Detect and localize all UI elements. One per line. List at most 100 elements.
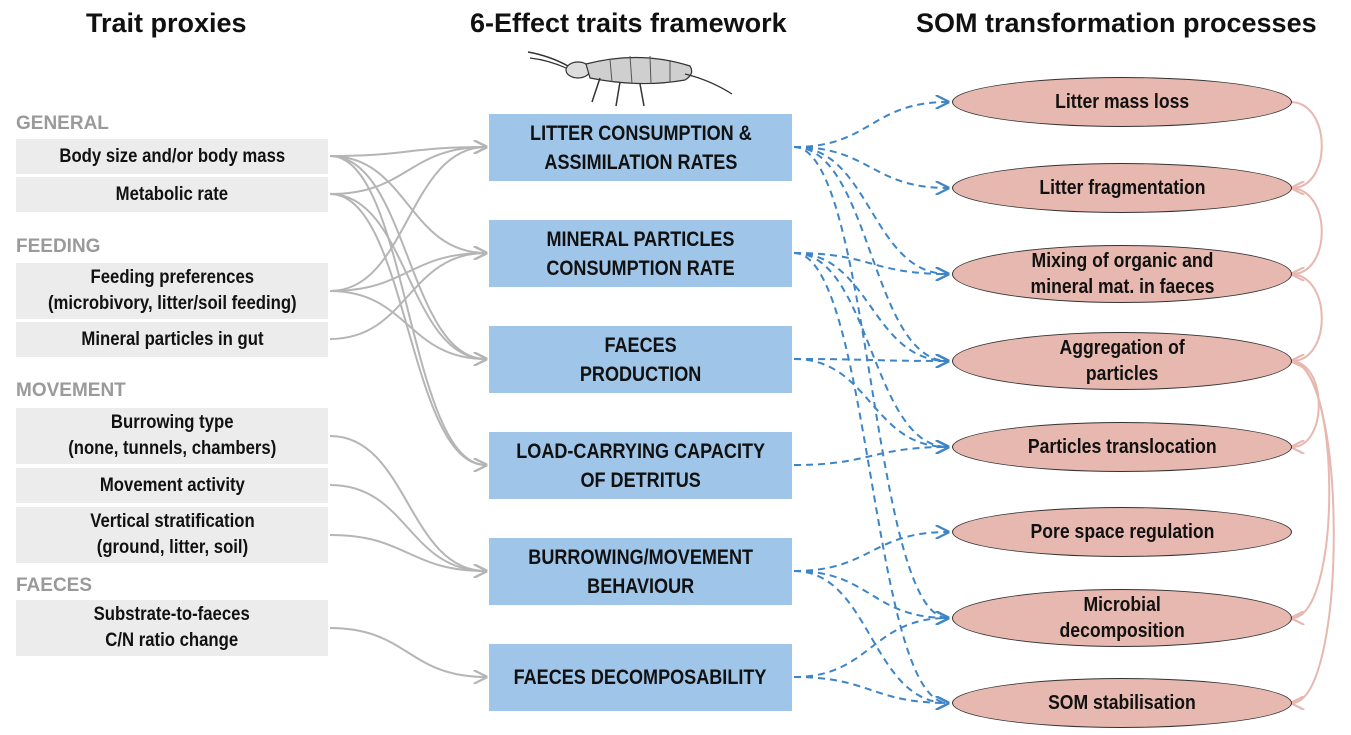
proxy-effect-connector [329, 193, 486, 359]
process-som-stabilisation-line1: SOM stabilisation [1048, 692, 1196, 714]
proxy-vertical-stratification: Vertical stratification (ground, litter,… [16, 507, 328, 563]
effect-process-connector [793, 676, 948, 703]
proxy-effect-connector [329, 435, 486, 571]
springtail-illustration [527, 51, 733, 107]
process-process-connector [1289, 273, 1323, 361]
proxy-effect-connector [329, 627, 486, 677]
process-particles-translocation: Particles translocation [952, 422, 1292, 472]
proxy-feeding-preferences: Feeding preferences (microbivory, litter… [16, 263, 328, 319]
header-effect-traits: 6-Effect traits framework [470, 8, 787, 38]
proxy-effect-connector [329, 147, 486, 292]
process-particles-translocation-line1: Particles translocation [1027, 436, 1217, 458]
effect-burrowing-behaviour-line2: BEHAVIOUR [586, 574, 695, 598]
proxy-body-size: Body size and/or body mass [16, 139, 328, 174]
effect-process-connector [793, 146, 948, 361]
process-process-connector [1289, 360, 1320, 447]
header-som-processes: SOM transformation processes [916, 8, 1317, 38]
process-microbial-decomposition-line2: decomposition [1059, 620, 1185, 642]
proxy-effect-connector [329, 484, 486, 571]
effect-faeces-decomposability: FAECES DECOMPOSABILITY [489, 644, 792, 711]
process-litter-mass-loss-line1: Litter mass loss [1054, 91, 1190, 113]
effect-process-connector [793, 570, 948, 618]
proxy-effect-connector [329, 290, 486, 359]
effect-burrowing-behaviour: BURROWING/MOVEMENT BEHAVIOUR [489, 538, 792, 605]
effect-mineral-consumption: MINERAL PARTICLES CONSUMPTION RATE [489, 220, 792, 287]
proxy-effect-connector [329, 193, 486, 465]
process-litter-fragmentation-line1: Litter fragmentation [1038, 177, 1206, 199]
effect-process-connector [793, 359, 948, 361]
process-litter-mass-loss: Litter mass loss [952, 77, 1292, 127]
effect-load-carrying-line2: OF DETRITUS [580, 468, 701, 492]
effect-load-carrying-line1: LOAD-CARRYING CAPACITY [516, 439, 765, 463]
process-aggregation-line2: particles [1085, 363, 1159, 385]
category-movement: MOVEMENT [16, 380, 126, 401]
header-trait-proxies: Trait proxies [86, 8, 247, 38]
process-process-connector [1289, 360, 1331, 618]
process-mixing: Mixing of organic and mineral mat. in fa… [952, 245, 1292, 303]
effect-litter-consumption-line2: ASSIMILATION RATES [544, 150, 737, 174]
proxy-vertical-stratification-line1: Vertical stratification [89, 511, 255, 532]
proxy-movement-activity-line1: Movement activity [99, 474, 245, 496]
effect-process-connector [793, 146, 948, 188]
proxy-effect-connector [329, 253, 486, 292]
proxy-effect-connector [329, 155, 486, 253]
proxy-cn-ratio-change-line1: Substrate-to-faeces [93, 604, 251, 625]
proxy-effect-connector [329, 253, 486, 340]
process-pore-space-line1: Pore space regulation [1030, 521, 1214, 543]
process-aggregation-line1: Aggregation of [1059, 337, 1185, 359]
proxy-burrowing-type-line2: (none, tunnels, chambers) [67, 438, 277, 459]
process-litter-fragmentation: Litter fragmentation [952, 163, 1292, 213]
proxy-effect-connector [329, 147, 486, 157]
proxy-movement-activity: Movement activity [16, 468, 328, 503]
proxy-effect-connector [329, 155, 486, 359]
effect-mineral-consumption-line2: CONSUMPTION RATE [546, 256, 735, 280]
proxy-mineral-particles-gut: Mineral particles in gut [16, 322, 328, 357]
proxy-effect-connector [329, 147, 486, 195]
category-faeces: FAECES [16, 575, 93, 596]
proxy-burrowing-type: Burrowing type (none, tunnels, chambers) [16, 408, 328, 464]
process-process-connector [1289, 360, 1335, 703]
effect-litter-consumption-line1: LITTER CONSUMPTION & [529, 121, 752, 145]
effect-process-connector [793, 570, 948, 703]
effect-faeces-production-line1: FAECES [604, 333, 677, 357]
effect-process-connector [793, 252, 948, 703]
effect-load-carrying: LOAD-CARRYING CAPACITY OF DETRITUS [489, 432, 792, 499]
effect-process-connector [793, 252, 948, 274]
effect-process-connector [793, 532, 948, 572]
process-som-stabilisation: SOM stabilisation [952, 678, 1292, 728]
effect-process-connector [793, 252, 948, 447]
effect-faeces-decomposability-line1: FAECES DECOMPOSABILITY [514, 666, 767, 689]
proxy-cn-ratio-change: Substrate-to-faeces C/N ratio change [16, 600, 328, 656]
effect-process-connector [793, 102, 948, 148]
process-pore-space: Pore space regulation [952, 507, 1292, 557]
proxy-cn-ratio-change-line2: C/N ratio change [105, 630, 239, 651]
process-mixing-line2: mineral mat. in faeces [1030, 276, 1214, 298]
proxy-body-size-line1: Body size and/or body mass [59, 145, 285, 167]
effect-faeces-production: FAECES PRODUCTION [489, 326, 792, 393]
effect-process-connector [793, 447, 948, 466]
process-process-connector [1289, 187, 1323, 274]
proxy-metabolic-rate-line1: Metabolic rate [115, 183, 229, 205]
process-microbial-decomposition: Microbial decomposition [952, 589, 1292, 647]
effect-litter-consumption: LITTER CONSUMPTION & ASSIMILATION RATES [489, 114, 792, 181]
proxy-feeding-preferences-line1: Feeding preferences [90, 267, 254, 288]
effect-process-connector [793, 146, 948, 274]
process-process-connector [1289, 101, 1323, 188]
proxy-vertical-stratification-line2: (ground, litter, soil) [96, 537, 248, 558]
process-aggregation: Aggregation of particles [952, 332, 1292, 390]
proxy-mineral-particles-gut-line1: Mineral particles in gut [80, 328, 264, 350]
proxy-metabolic-rate: Metabolic rate [16, 177, 328, 212]
effect-process-connector [793, 618, 948, 678]
proxy-effect-connector [329, 534, 486, 571]
process-microbial-decomposition-line1: Microbial [1083, 594, 1161, 616]
proxy-feeding-preferences-line2: (microbivory, litter/soil feeding) [47, 293, 297, 314]
effect-process-connector [793, 252, 948, 361]
effect-faeces-production-line2: PRODUCTION [579, 362, 702, 386]
effect-mineral-consumption-line1: MINERAL PARTICLES [546, 227, 735, 251]
category-general: GENERAL [16, 113, 109, 134]
effect-process-connector [793, 146, 948, 618]
process-mixing-line1: Mixing of organic and [1031, 250, 1213, 272]
effect-process-connector [793, 358, 948, 447]
proxy-burrowing-type-line1: Burrowing type [110, 412, 234, 433]
